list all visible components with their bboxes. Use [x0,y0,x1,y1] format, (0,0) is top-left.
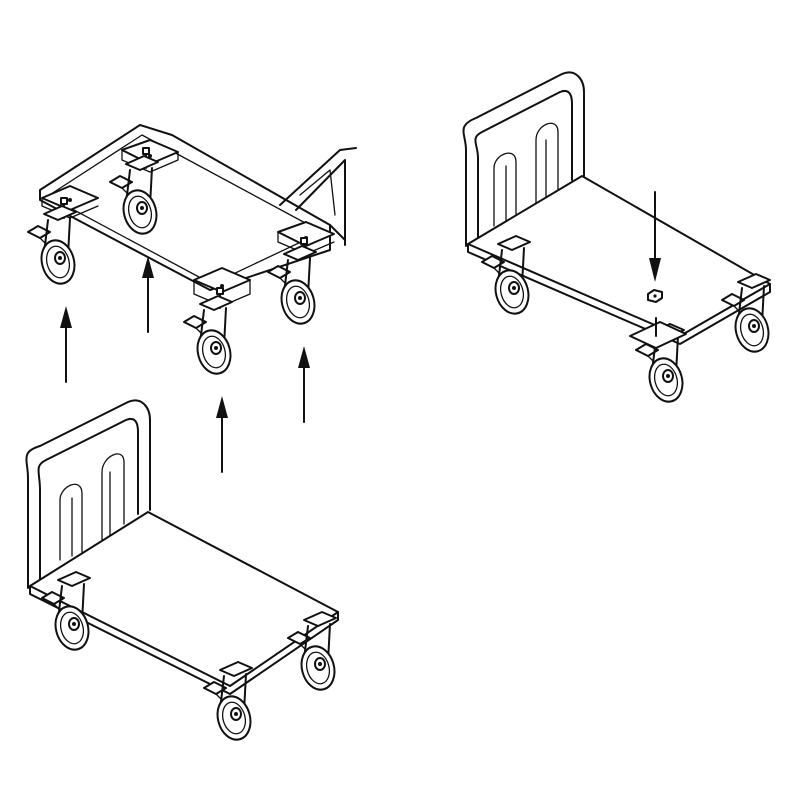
nut [647,289,663,303]
fastener-detail-view [462,71,775,407]
push-handle [462,71,585,247]
castor-brake-wheel [184,288,235,377]
mounting-pad [121,139,179,173]
assembled-trolley-view [25,399,341,745]
castor-brake-wheel [268,238,319,327]
assembly-arrow [297,345,311,423]
push-handle [25,399,151,589]
assembly-arrow [59,305,73,383]
assembly-arrow [141,255,155,333]
mounting-pad [193,267,251,307]
castor-brake-wheel [28,198,79,287]
castor-brake-wheel [110,148,161,237]
platform [29,511,339,687]
handle-stub [279,147,357,246]
exploded-underside-view [28,124,357,473]
mounting-pad [629,321,687,349]
assembly-arrow [215,395,229,473]
assembly-arrow [649,191,661,282]
mounting-pad [277,221,335,255]
